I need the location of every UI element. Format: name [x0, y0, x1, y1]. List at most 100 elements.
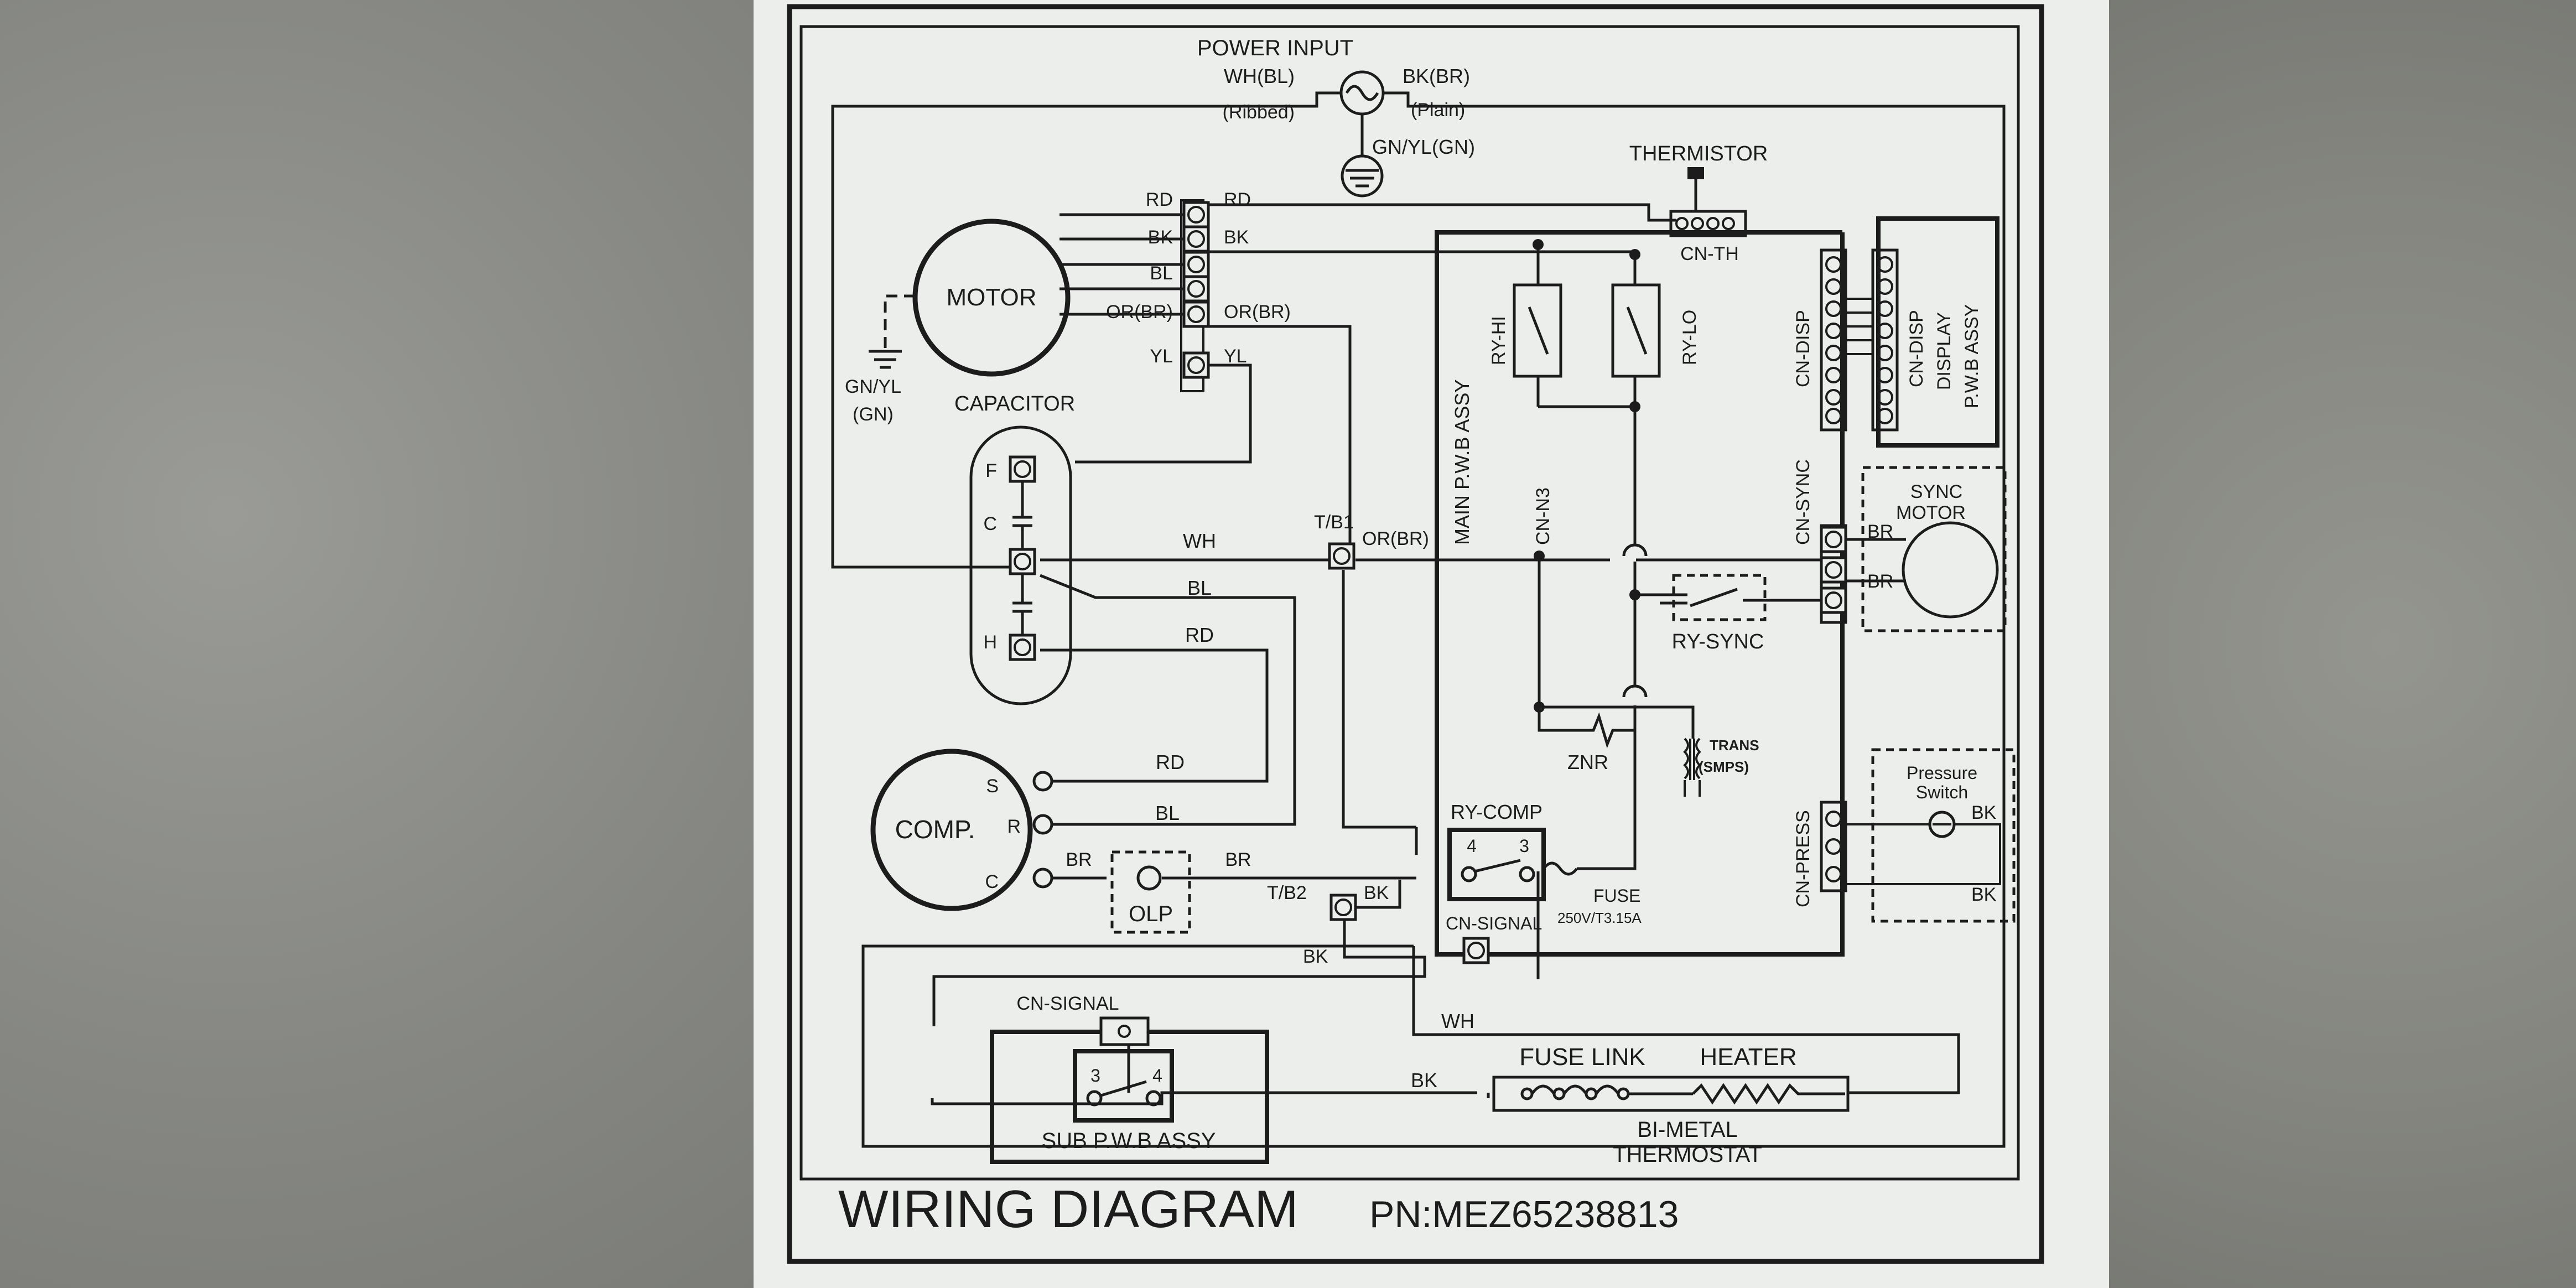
thermistor-label: THERMISTOR — [1629, 142, 1768, 165]
wire-label: YL — [1150, 346, 1173, 367]
power-input-label: POWER INPUT — [1197, 36, 1353, 60]
wire-label-br-comp: BR — [1066, 849, 1092, 870]
ry-comp-pin: 4 — [1467, 836, 1477, 856]
part-number: PN:MEZ65238813 — [1369, 1193, 1679, 1235]
smps-label: (SMPS) — [1699, 759, 1749, 775]
wire-label-bk-tb2: BK — [1364, 882, 1389, 903]
sub-pwb-pin: 3 — [1090, 1066, 1100, 1086]
cn-press-label: CN-PRESS — [1793, 810, 1814, 907]
pressure-switch-label-2: Switch — [1916, 782, 1968, 802]
wire-label-rd-comp: RD — [1156, 751, 1185, 773]
sync-motor-label: SYNC — [1910, 481, 1962, 502]
cn-n3-label: CN-N3 — [1533, 487, 1554, 545]
cn-signal-label: CN-SIGNAL — [1446, 913, 1542, 933]
cn-disp-label: CN-DISP — [1793, 310, 1814, 387]
capacitor-terminal-label: F — [985, 460, 997, 481]
pressure-switch: Pressure Switch BK BK — [1871, 748, 2016, 923]
motor-ground-label: GN/YL — [845, 376, 901, 397]
main-pwb-label: MAIN P.W.B ASSY — [1451, 380, 1473, 545]
sub-pwb-pin: 4 — [1152, 1066, 1162, 1086]
wire-label-bk-tb2-low: BK — [1303, 946, 1328, 967]
relay-sync: RY-SYNC — [1660, 574, 1821, 653]
sync-wire-label: BR — [1867, 521, 1893, 542]
wire-label-bl-comp: BL — [1155, 802, 1180, 824]
wall-background-left — [0, 0, 755, 1288]
relay-comp: RY-COMP 4 3 — [1447, 801, 1546, 901]
fuse-link-label: FUSE LINK — [1519, 1043, 1645, 1071]
wire-label: BK — [1148, 227, 1173, 248]
display-pwb-assembly: CN-DISP DISPLAY P.W.B ASSY — [1871, 216, 1999, 448]
ry-comp-pin: 3 — [1519, 836, 1529, 856]
compressor: COMP. S R C — [870, 749, 1053, 911]
capacitor-label: CAPACITOR — [954, 392, 1075, 416]
motor-ground-sub: (GN) — [853, 404, 894, 425]
diagram-frame — [787, 4, 2044, 1264]
motor-connector — [1180, 199, 1208, 392]
sync-motor: SYNC MOTOR BR BR — [1861, 466, 2007, 632]
ac-source-icon — [1339, 70, 1385, 116]
thermostat-label: THERMOSTAT — [1613, 1142, 1762, 1167]
wire-label-rd: RD — [1185, 624, 1214, 646]
wire-label: RD — [1146, 189, 1173, 210]
fuse-rating: 250V/T3.15A — [1557, 910, 1642, 926]
cn-press-connector: CN-PRESS — [1793, 801, 2001, 907]
terminal-block-2: T/B2 — [1267, 882, 1355, 920]
ry-lo-label: RY-LO — [1679, 310, 1700, 365]
wiring-label-sheet — [754, 0, 2109, 1288]
wire-label: YL — [1224, 346, 1247, 367]
overload-protector: OLP — [1110, 850, 1191, 934]
ry-hi-label: RY-HI — [1488, 316, 1509, 365]
fuse-link-heater: FUSE LINK HEATER BI-METAL THERMOSTAT — [1492, 1043, 1850, 1167]
power-input: POWER INPUT WH(BL) (Ribbed) BK(BR) (Plai… — [1197, 36, 1475, 198]
thermistor: THERMISTOR CN-TH — [1629, 142, 1768, 264]
relay-hi: RY-HI — [1488, 239, 1562, 407]
heater-resistor-symbol — [1692, 1083, 1845, 1105]
pressure-wire-label: BK — [1971, 884, 1997, 905]
bimetal-label: BI-METAL — [1637, 1118, 1738, 1142]
wire-label: OR(BR) — [1106, 302, 1173, 323]
sync-wire-label: BR — [1867, 571, 1893, 592]
sync-motor-label-2: MOTOR — [1896, 502, 1966, 523]
wall-background-right — [2102, 0, 2576, 1288]
compressor-label: COMP. — [895, 815, 975, 844]
display-connector-label: CN-DISP — [1906, 310, 1927, 387]
diagram-title: WIRING DIAGRAM — [838, 1180, 1299, 1239]
ground-icon — [1341, 114, 1384, 198]
pressure-switch-label: Pressure — [1907, 763, 1977, 783]
diagram-title-block: WIRING DIAGRAM PN:MEZ65238813 — [838, 1180, 1679, 1239]
wire-label-wh-heater: WH — [1441, 1010, 1474, 1032]
wire-label: RD — [1224, 189, 1251, 210]
sub-pwb-assembly: 3 4 SUB P.W.B ASSY CN-SIGNAL — [990, 993, 1269, 1164]
wiring-lines — [831, 91, 2006, 1148]
motor-wire-labels-left: RD BK BL OR(BR) YL — [1106, 189, 1173, 367]
bimetal-thermostat-symbol — [1520, 1084, 1693, 1100]
heater-label: HEATER — [1700, 1043, 1796, 1071]
wire-label: OR(BR) — [1224, 302, 1291, 323]
tb2-label: T/B2 — [1267, 882, 1307, 903]
terminal-block-1: T/B1 — [1314, 512, 1354, 568]
display-label: DISPLAY — [1934, 312, 1955, 390]
wire-label-or-br: OR(BR) — [1362, 528, 1429, 549]
motor-ground-icon — [869, 350, 902, 369]
wire-label-bl: BL — [1187, 577, 1212, 599]
motor-wire-labels-right: RD BK OR(BR) YL — [1224, 189, 1291, 367]
trans-label: TRANS — [1710, 737, 1759, 754]
power-ground-label: GN/YL(GN) — [1372, 136, 1475, 158]
compressor-terminal-label: S — [986, 776, 999, 797]
wire-label: BK — [1224, 227, 1249, 248]
varistor-znr: ZNR — [1567, 712, 1635, 773]
fuse: FUSE 250V/T3.15A — [1543, 861, 1642, 926]
cn-signal-main: CN-SIGNAL — [1446, 913, 1542, 963]
capacitor-terminal-label: C — [983, 513, 997, 534]
wire-label-wh: WH — [1183, 529, 1216, 552]
sub-cn-signal-label: CN-SIGNAL — [1016, 993, 1119, 1014]
wire-label-bk-heater: BK — [1411, 1069, 1437, 1092]
transformer-smps — [1683, 738, 1701, 797]
tb1-label: T/B1 — [1314, 512, 1354, 533]
power-wire-bk-br: BK(BR) — [1403, 65, 1470, 87]
ry-sync-label: RY-SYNC — [1672, 630, 1764, 653]
wire-label: BL — [1150, 263, 1173, 284]
compressor-terminal-label: R — [1007, 816, 1021, 837]
compressor-terminal-label: C — [985, 871, 999, 892]
capacitor-terminal-label: H — [983, 632, 997, 653]
